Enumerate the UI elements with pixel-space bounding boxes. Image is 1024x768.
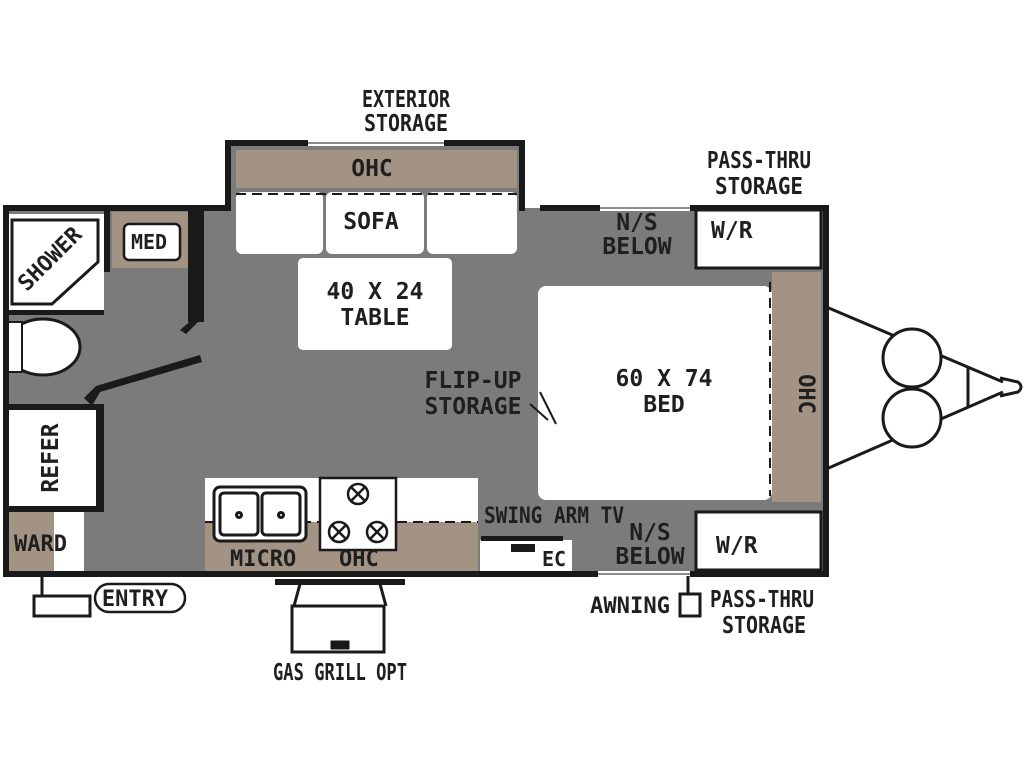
gas-grill-label: GAS GRILL OPT — [273, 660, 407, 686]
ohc-cabinet-top — [236, 150, 517, 188]
ns-below-top-label: N/S — [616, 210, 658, 236]
awning-label: AWNING — [590, 594, 670, 619]
sofa-cushion-right — [427, 192, 517, 254]
entry-label: ENTRY — [102, 587, 169, 612]
propane-tank-icon — [881, 327, 943, 389]
refrigerator — [6, 410, 96, 506]
table-label: TABLE — [340, 305, 409, 331]
med-label: MED — [131, 230, 167, 254]
wr-bottom-label: W/R — [716, 533, 758, 559]
exterior-storage-label: EXTERIOR — [362, 87, 450, 113]
ohc-kitchen-label: OHC — [339, 547, 379, 572]
bed-label: 60 X 74 — [616, 366, 713, 392]
bed — [538, 286, 772, 500]
swing-arm-tv-label: SWING ARM TV — [484, 504, 624, 529]
bath-sink — [122, 222, 182, 262]
micro-label: MICRO — [230, 547, 296, 572]
pass-thru-storage-top-label: PASS-THRU — [707, 148, 811, 174]
bed-label: BED — [643, 392, 685, 418]
propane-tank-icon — [881, 387, 943, 449]
ohc-right-label: OHC — [793, 374, 818, 414]
table-label: 40 X 24 — [327, 279, 424, 305]
dinette-table — [298, 258, 452, 350]
flip-up-storage-label: STORAGE — [425, 394, 522, 420]
refer-label: REFER — [38, 423, 64, 492]
ohc-top-label: OHC — [351, 156, 393, 182]
sofa-cushion-left — [236, 192, 323, 254]
ns-below-bottom-label: N/S — [629, 520, 671, 546]
entry-steps — [32, 576, 92, 618]
interior-walls — [6, 210, 204, 512]
wardrobe-top — [694, 208, 823, 270]
gas-grill-icon — [275, 579, 405, 654]
ns-below-top-label: BELOW — [602, 234, 671, 260]
ohc-cabinet-right — [772, 272, 821, 502]
flip-up-storage-label: FLIP-UP — [425, 368, 522, 394]
ward-label: WARD — [14, 532, 67, 557]
wr-top-label: W/R — [711, 218, 753, 244]
double-sink-icon — [212, 485, 308, 543]
sofa-cushion-center — [326, 192, 424, 254]
ns-below-bottom-label: BELOW — [615, 544, 684, 570]
awning-bracket — [678, 576, 702, 618]
pass-thru-storage-top-label: STORAGE — [715, 174, 803, 200]
stove-icon — [318, 476, 398, 552]
pass-thru-storage-bottom-label: PASS-THRU — [710, 587, 814, 613]
sofa-label: SOFA — [343, 209, 399, 235]
entry-label-box — [93, 582, 187, 614]
pass-thru-storage-bottom-label: STORAGE — [722, 613, 806, 639]
exterior-storage-label: STORAGE — [364, 111, 448, 137]
ec-label: EC — [542, 547, 566, 571]
wardrobe-bottom — [694, 510, 823, 572]
